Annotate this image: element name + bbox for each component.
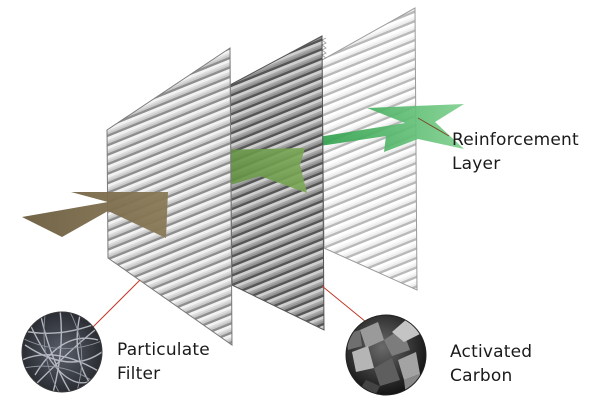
pointer-lines	[89, 117, 450, 331]
reinforcement-pointer-line	[417, 117, 450, 137]
reinforcement-layer	[321, 7, 418, 291]
particulate-filter-label: Particulate Filter	[117, 338, 210, 386]
particulate-pointer-line	[89, 279, 141, 331]
clean-airflow-arrow	[318, 104, 464, 152]
carbon-label-line2: Carbon	[450, 366, 513, 386]
activated-carbon-label: Activated Carbon	[450, 340, 532, 388]
activated-carbon-layer	[229, 35, 325, 331]
particulate-fiber-inset	[21, 311, 103, 393]
particulate-filter-layer	[106, 47, 233, 346]
particulate-label-line1: Particulate	[117, 340, 210, 360]
reinforcement-layer-label: Reinforcement Layer	[452, 128, 579, 176]
carbon-label-line1: Activated	[450, 342, 533, 362]
activated-carbon-inset	[345, 314, 427, 396]
reinforcement-label-line1: Reinforcement	[452, 130, 579, 150]
dirty-airflow-arrow	[22, 192, 168, 238]
carbon-pointer-line	[321, 285, 367, 323]
particulate-label-line2: Filter	[117, 364, 161, 384]
reinforcement-label-line2: Layer	[452, 154, 501, 174]
